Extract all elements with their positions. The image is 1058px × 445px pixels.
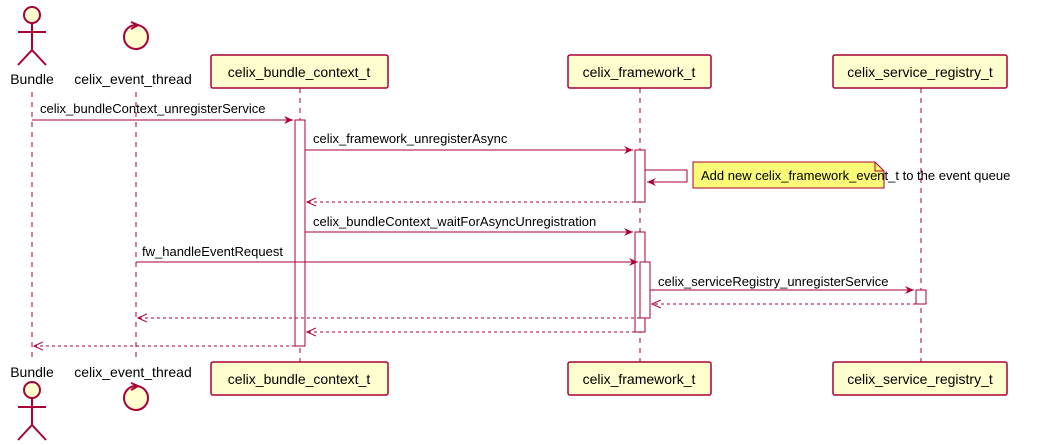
activation-framework-3 [639,261,651,319]
participant-box-service-registry-bottom [832,361,1008,396]
message-label: fw_handleEventRequest [142,244,283,259]
note: Add new celix_framework_event_t to the e… [692,161,1010,189]
control-icon [123,382,149,411]
participant-box-service-registry [832,54,1008,89]
participant-box-framework [567,54,712,89]
participant-label-framework: celix_framework_t [583,64,696,80]
participant-label-service-registry-bottom: celix_service_registry_t [847,371,993,387]
participant-label-event-thread: celix_event_thread [74,71,192,87]
participant-label-bundle-bottom: Bundle [10,364,54,380]
activation-bundle-context [294,119,306,347]
participant-label-bundle-context: celix_bundle_context_t [228,64,371,80]
note-text: Add new celix_framework_event_t to the e… [701,168,1010,183]
participant-label-bundle-context-bottom: celix_bundle_context_t [228,371,371,387]
message-label: celix_framework_unregisterAsync [313,131,508,146]
participant-box-bundle-context [210,54,389,89]
participant-box-bundle-context-bottom [210,361,389,396]
message-label: celix_bundleContext_waitForAsyncUnregist… [313,214,596,229]
participant-label-event-thread-bottom: celix_event_thread [74,364,192,380]
actor-icon [17,381,47,441]
activation-framework-1 [634,149,646,203]
participant-label-bundle: Bundle [10,71,54,87]
control-icon [123,21,149,50]
message-label: celix_bundleContext_unregisterService [40,101,265,116]
participant-label-framework-bottom: celix_framework_t [583,371,696,387]
participant-label-service-registry: celix_service_registry_t [847,64,993,80]
actor-icon [17,6,47,66]
self-message-arrow [645,169,688,186]
participant-box-framework-bottom [567,361,712,396]
message-label: celix_serviceRegistry_unregisterService [658,274,888,289]
activation-service-registry [915,289,927,305]
